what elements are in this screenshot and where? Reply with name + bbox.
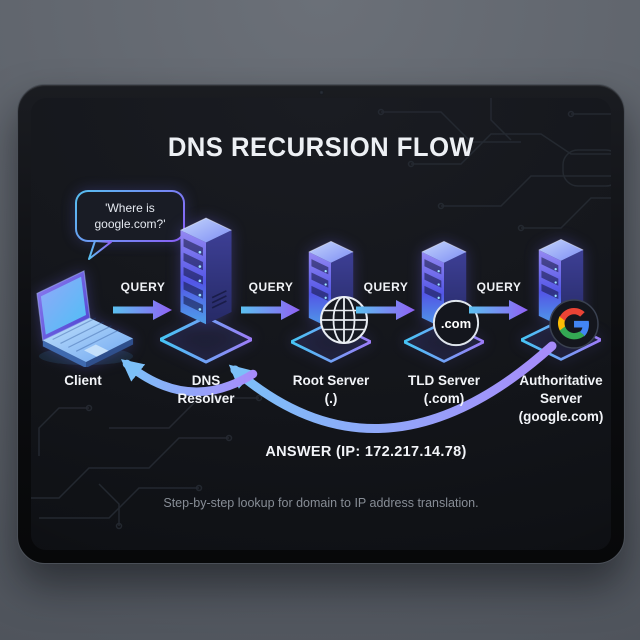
speech-bubble-line: 'Where is xyxy=(105,201,155,215)
query-step: QUERY xyxy=(239,280,303,321)
arrow-right-icon xyxy=(241,300,300,320)
query-step: QUERY xyxy=(354,280,418,321)
node-label: Client xyxy=(64,373,102,388)
dns-resolver-server-icon xyxy=(160,216,252,364)
circuit-pattern xyxy=(377,98,611,232)
speech-bubble-line: google.com?' xyxy=(94,217,166,232)
page-title: DNS RECURSION FLOW xyxy=(167,132,475,162)
node-label: Authoritative Server (google.com) xyxy=(518,373,604,424)
query-label: QUERY xyxy=(120,280,166,294)
dot-com-badge-text: .com xyxy=(441,316,471,331)
answer-label: ANSWER (IP: 172.217.14.78) xyxy=(265,444,467,460)
arrow-right-icon xyxy=(113,300,172,320)
node-label: DNS Resolver xyxy=(177,373,235,406)
query-step: QUERY xyxy=(111,280,175,321)
dot-com-badge: .com xyxy=(432,299,480,347)
node-label: Root Server (.) xyxy=(292,373,370,406)
query-label: QUERY xyxy=(363,280,409,294)
caption: Step-by-step lookup for domain to IP add… xyxy=(163,496,479,510)
arrow-right-icon xyxy=(356,300,415,320)
query-step: QUERY xyxy=(467,280,531,321)
google-logo-icon xyxy=(549,299,599,349)
front-camera-icon xyxy=(319,90,324,95)
tablet-screen: DNS RECURSION FLOW 'Where is google.com?… xyxy=(31,98,611,550)
speech-bubble-tail-icon xyxy=(88,240,112,261)
circuit-pattern xyxy=(31,394,263,530)
client-laptop-icon xyxy=(31,264,145,367)
query-label: QUERY xyxy=(248,280,294,294)
arrow-right-icon xyxy=(469,300,528,320)
tablet-device: DNS RECURSION FLOW 'Where is google.com?… xyxy=(17,84,625,564)
node-label: TLD Server (.com) xyxy=(407,373,481,406)
speech-bubble: 'Where is google.com?' xyxy=(75,190,185,261)
query-label: QUERY xyxy=(476,280,522,294)
